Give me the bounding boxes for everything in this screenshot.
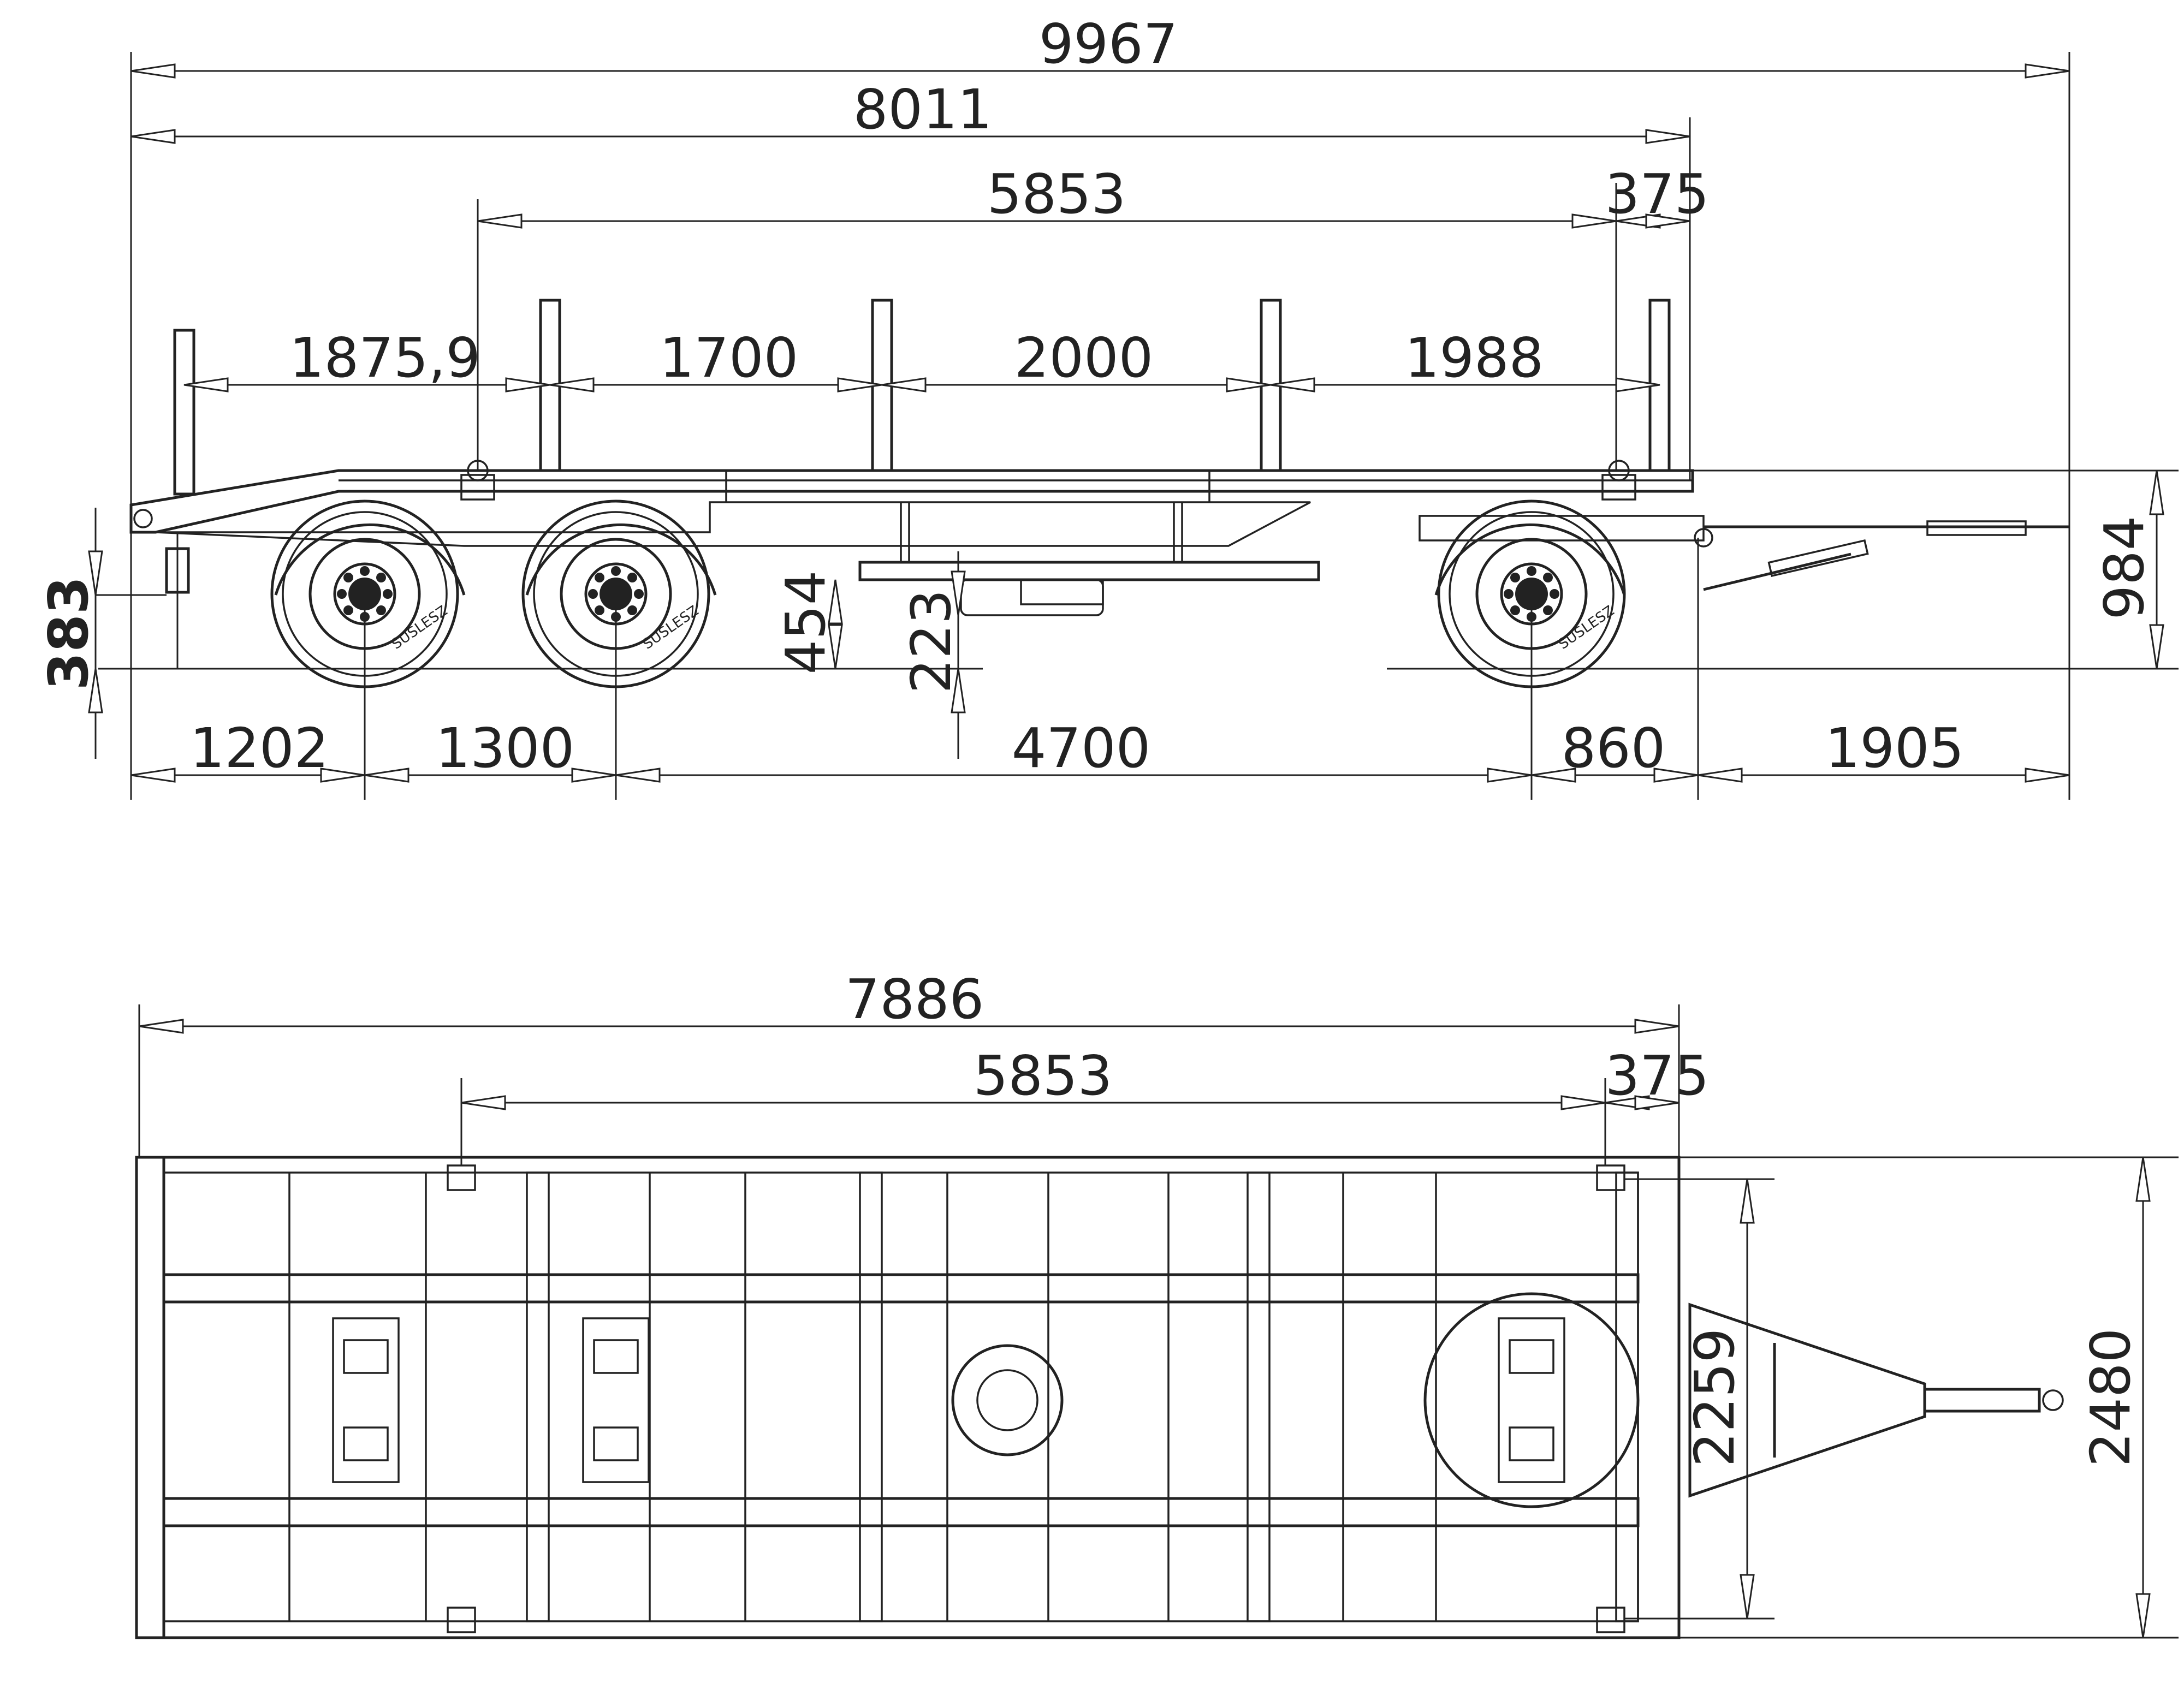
dim-stake-spacing-2: 1700 xyxy=(660,326,799,390)
dim-front-overhang: 375 xyxy=(1605,162,1710,226)
top-wheel-rear-1 xyxy=(332,1317,400,1483)
dim-wheelbase: 4700 xyxy=(1012,716,1151,780)
dim-stake-spacing-3: 2000 xyxy=(1014,326,1154,390)
dim-overall-length: 9967 xyxy=(1039,12,1178,76)
side-view-dimensions: 9967 8011 5853 375 1875,9 1700 2000 1988 xyxy=(37,12,2179,800)
dim-top-overall-width: 2480 xyxy=(2079,1328,2143,1467)
top-view xyxy=(135,1156,2064,1639)
dim-rear-overhang: 1202 xyxy=(190,716,329,780)
dim-top-front-overhang: 375 xyxy=(1605,1044,1710,1108)
dim-top-stake-span: 5853 xyxy=(974,1044,1113,1108)
dim-top-body-length: 7886 xyxy=(845,967,984,1031)
dim-drawbar-length: 1905 xyxy=(1825,716,1965,780)
dim-frame-height: 984 xyxy=(2092,516,2156,620)
dim-stake-spacing-4: 1988 xyxy=(1405,326,1544,390)
dim-stake-spacing-1: 1875,9 xyxy=(289,326,480,390)
dim-stake-span: 5853 xyxy=(987,162,1126,226)
top-wheel-rear-2 xyxy=(582,1317,650,1483)
dim-ground-clearance: 223 xyxy=(899,590,963,694)
dim-tandem-spacing: 1300 xyxy=(436,716,575,780)
dim-rear-coupling-height: 383 xyxy=(37,576,100,691)
dim-front-axle-to-pivot: 860 xyxy=(1562,716,1666,780)
dim-underride-height: 454 xyxy=(774,570,838,675)
dim-body-length: 8011 xyxy=(853,78,993,141)
top-wheel-front xyxy=(1498,1317,1565,1483)
dim-top-inner-width: 2259 xyxy=(1683,1328,1747,1467)
top-view-dimensions: 7886 5853 375 2259 2480 xyxy=(138,967,2179,1639)
